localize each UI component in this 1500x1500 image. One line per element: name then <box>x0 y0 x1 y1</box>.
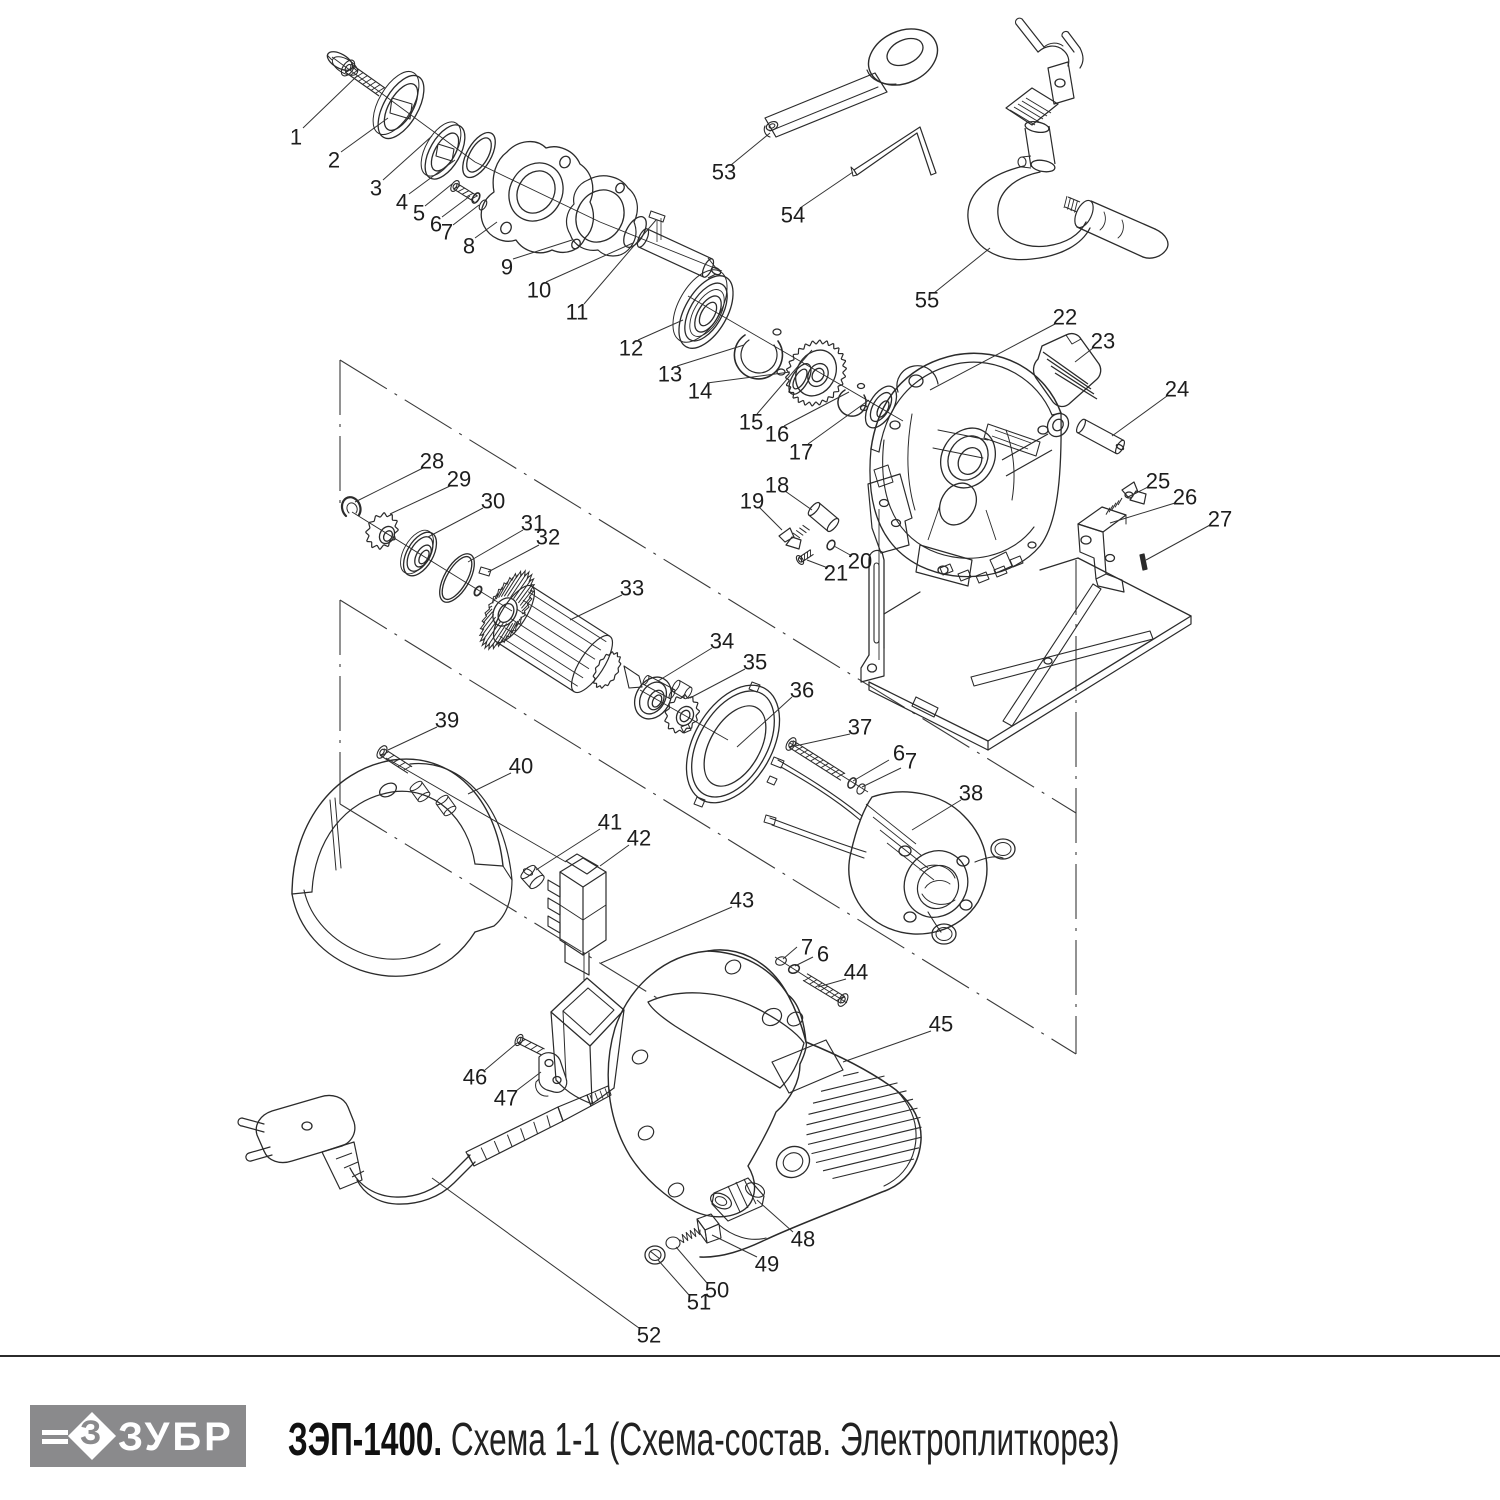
svg-text:17: 17 <box>789 440 813 465</box>
svg-text:47: 47 <box>494 1086 518 1111</box>
svg-text:3: 3 <box>370 176 382 201</box>
svg-text:45: 45 <box>929 1012 953 1037</box>
svg-text:9: 9 <box>501 255 513 280</box>
svg-text:46: 46 <box>463 1065 487 1090</box>
svg-text:29: 29 <box>447 467 471 492</box>
svg-text:11: 11 <box>566 300 589 325</box>
svg-text:48: 48 <box>791 1227 815 1252</box>
svg-text:16: 16 <box>765 422 789 447</box>
svg-text:13: 13 <box>658 362 682 387</box>
svg-text:25: 25 <box>1146 469 1170 494</box>
svg-text:34: 34 <box>710 629 734 654</box>
svg-text:8: 8 <box>463 234 475 259</box>
svg-text:21: 21 <box>824 561 848 586</box>
svg-text:31: 31 <box>521 511 545 536</box>
svg-text:1: 1 <box>290 125 302 150</box>
svg-text:39: 39 <box>435 708 459 733</box>
svg-text:15: 15 <box>739 410 763 435</box>
svg-text:55: 55 <box>915 288 939 313</box>
svg-text:7: 7 <box>905 749 917 774</box>
svg-text:14: 14 <box>688 379 712 404</box>
svg-text:22: 22 <box>1053 305 1077 330</box>
svg-text:2: 2 <box>328 148 340 173</box>
svg-text:53: 53 <box>712 160 736 185</box>
svg-text:36: 36 <box>790 678 814 703</box>
svg-text:54: 54 <box>781 203 805 228</box>
svg-text:49: 49 <box>755 1252 779 1277</box>
svg-text:23: 23 <box>1091 329 1115 354</box>
svg-text:28: 28 <box>420 449 444 474</box>
svg-text:42: 42 <box>627 826 651 851</box>
svg-text:41: 41 <box>598 810 622 835</box>
svg-text:27: 27 <box>1208 507 1232 532</box>
svg-text:50: 50 <box>705 1278 729 1303</box>
svg-text:32: 32 <box>536 525 560 550</box>
svg-text:20: 20 <box>848 549 872 574</box>
svg-text:5: 5 <box>413 201 425 226</box>
svg-text:30: 30 <box>481 489 505 514</box>
svg-text:10: 10 <box>527 278 551 303</box>
svg-text:51: 51 <box>687 1290 711 1315</box>
svg-text:6: 6 <box>817 942 829 967</box>
svg-text:7: 7 <box>801 935 813 960</box>
svg-text:6: 6 <box>893 741 905 766</box>
svg-text:33: 33 <box>620 576 644 601</box>
svg-text:43: 43 <box>730 888 754 913</box>
svg-text:44: 44 <box>844 960 868 985</box>
svg-text:12: 12 <box>619 336 643 361</box>
svg-text:18: 18 <box>765 473 789 498</box>
svg-text:24: 24 <box>1165 377 1189 402</box>
svg-text:7: 7 <box>441 220 453 245</box>
svg-text:38: 38 <box>959 781 983 806</box>
svg-text:52: 52 <box>637 1323 661 1348</box>
svg-text:4: 4 <box>396 190 408 215</box>
svg-text:40: 40 <box>509 754 533 779</box>
svg-text:19: 19 <box>740 489 764 514</box>
svg-text:26: 26 <box>1173 485 1197 510</box>
svg-text:6: 6 <box>430 212 442 237</box>
svg-text:37: 37 <box>848 715 872 740</box>
svg-text:35: 35 <box>743 650 767 675</box>
